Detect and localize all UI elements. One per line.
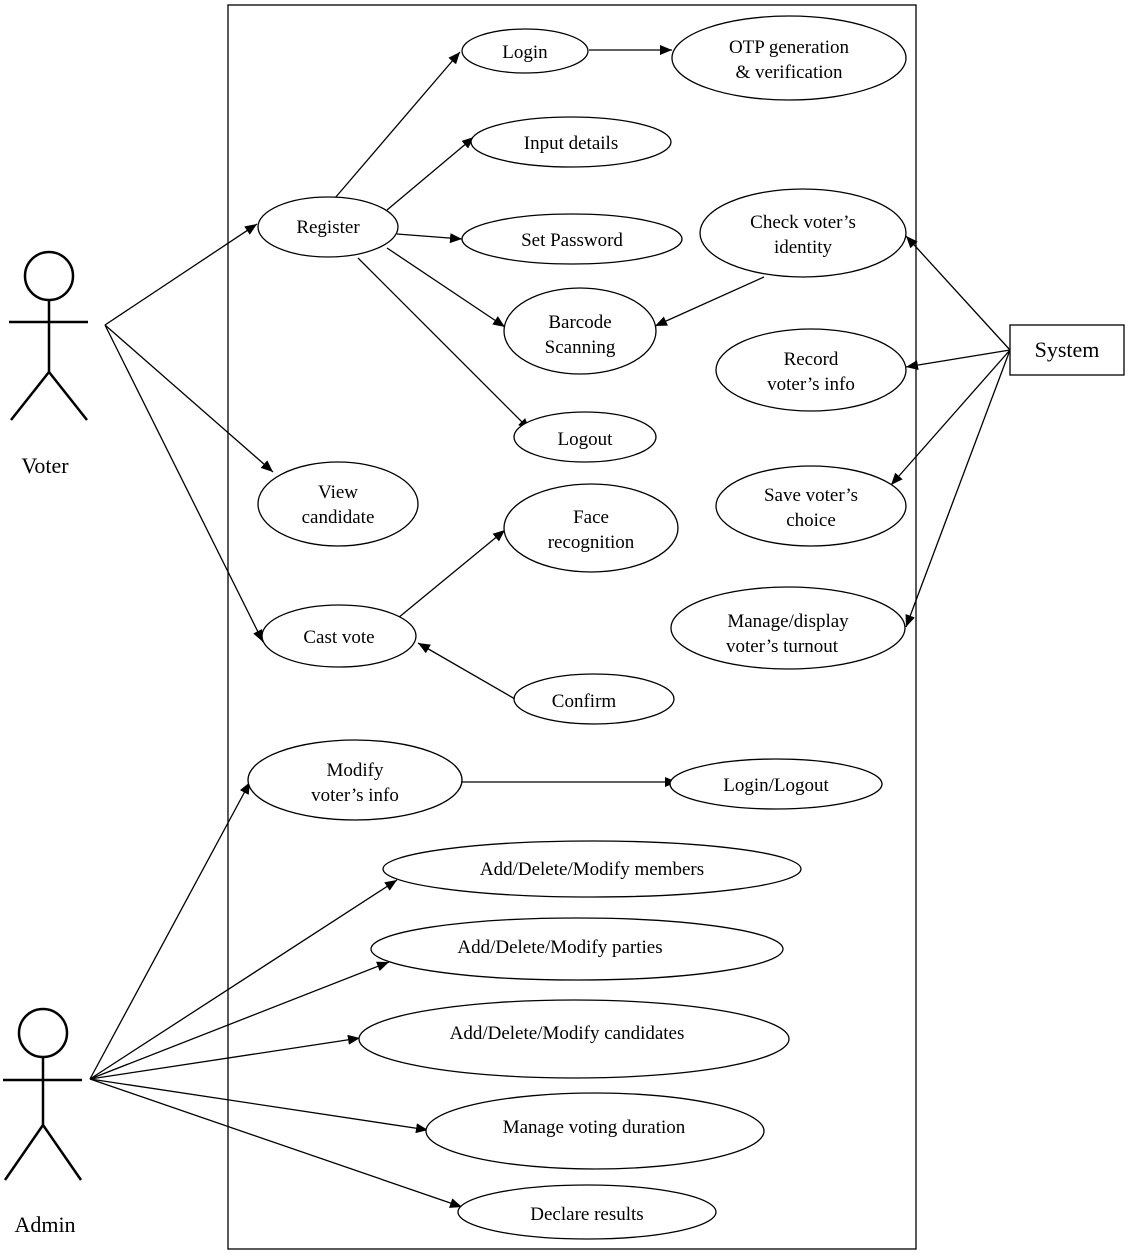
svg-text:Login: Login (502, 42, 548, 63)
svg-text:Input details: Input details (524, 133, 618, 154)
voter-label: Voter (21, 453, 69, 478)
svg-text:Face: Face (573, 507, 609, 528)
svg-text:recognition: recognition (548, 532, 635, 553)
svg-text:Add/Delete/Modify candidates: Add/Delete/Modify candidates (450, 1023, 685, 1044)
edge-register-logout (357, 257, 531, 431)
admin-label: Admin (14, 1212, 75, 1237)
svg-text:Manage/display: Manage/display (727, 611, 849, 632)
svg-text:Logout: Logout (558, 429, 614, 450)
edge-register-login (334, 51, 461, 199)
edge-admin-duration (89, 1078, 429, 1134)
svg-text:identity: identity (774, 237, 833, 258)
voter-actor-icon (9, 250, 88, 421)
use-case-register: Register (257, 196, 399, 258)
edge-admin-members (89, 879, 398, 1080)
svg-text:& verification: & verification (735, 62, 843, 83)
use-case-login: Login (461, 28, 589, 74)
edge-cast-vote-face (397, 529, 506, 619)
edge-voter-view-candidate (104, 324, 274, 473)
edge-system-record-info (905, 349, 1011, 370)
use-case-manage-turnout: Manage/display voter’s turnout (670, 586, 906, 670)
edge-system-save-choice (890, 349, 1011, 486)
svg-text:Check voter’s: Check voter’s (750, 212, 856, 233)
admin-actor-icon (3, 1007, 83, 1181)
svg-text:Set Password: Set Password (521, 230, 623, 251)
use-case-members: Add/Delete/Modify members (382, 840, 802, 898)
system-actor-box (1009, 324, 1125, 376)
use-case-duration: Manage voting duration (425, 1092, 765, 1170)
use-case-cast-vote: Cast vote (261, 604, 417, 668)
svg-text:voter’s info: voter’s info (767, 374, 855, 395)
use-case-barcode: Barcode Scanning (503, 287, 657, 375)
svg-text:Cast vote: Cast vote (303, 627, 374, 648)
use-case-candidates: Add/Delete/Modify candidates (358, 999, 790, 1079)
edge-register-input-details (386, 136, 475, 211)
svg-text:OTP generation: OTP generation (729, 37, 850, 58)
svg-text:View: View (318, 482, 358, 503)
use-case-view-candidate: View candidate (257, 461, 419, 547)
svg-text:Barcode: Barcode (548, 312, 611, 333)
edge-voter-register (104, 223, 258, 326)
edge-register-set-password (396, 233, 463, 244)
edge-admin-parties (89, 961, 390, 1080)
system-label: System (1035, 337, 1100, 362)
edge-register-barcode (386, 247, 506, 328)
svg-text:Login/Logout: Login/Logout (723, 775, 829, 796)
use-case-input-details: Input details (470, 116, 672, 168)
edge-confirm-cast-vote (417, 642, 516, 700)
edge-system-check-identity (905, 235, 1011, 351)
svg-text:candidate: candidate (302, 507, 375, 528)
svg-text:Record: Record (784, 349, 839, 370)
svg-text:Confirm: Confirm (552, 691, 617, 712)
svg-text:voter’s info: voter’s info (311, 785, 399, 806)
edge-check-identity-barcode (654, 276, 765, 327)
use-case-record-info: Record voter’s info (715, 328, 907, 412)
svg-text:Add/Delete/Modify parties: Add/Delete/Modify parties (457, 937, 662, 958)
edge-admin-results (89, 1078, 463, 1208)
svg-text:Register: Register (296, 217, 360, 238)
use-case-logout: Logout (513, 411, 657, 463)
use-case-check-identity: Check voter’s identity (699, 188, 907, 278)
svg-text:Add/Delete/Modify members: Add/Delete/Modify members (480, 859, 704, 880)
svg-text:Declare results: Declare results (530, 1204, 643, 1225)
use-case-login-logout: Login/Logout (669, 758, 883, 810)
svg-text:Manage voting duration: Manage voting duration (503, 1117, 686, 1138)
svg-text:voter’s turnout: voter’s turnout (726, 636, 839, 657)
use-case-set-password: Set Password (461, 213, 683, 265)
edge-admin-candidates (89, 1034, 361, 1080)
edge-admin-modify-info (89, 781, 251, 1080)
svg-text:Modify: Modify (327, 760, 385, 781)
edge-voter-cast-vote (104, 324, 264, 643)
use-case-face-recognition: Face recognition (503, 483, 679, 573)
svg-text:Scanning: Scanning (545, 337, 616, 358)
use-case-confirm: Confirm (513, 673, 675, 725)
system-boundary (227, 4, 917, 1250)
use-case-parties: Add/Delete/Modify parties (370, 917, 784, 981)
use-case-save-choice: Save voter’s choice (715, 465, 907, 547)
use-case-results: Declare results (457, 1184, 717, 1240)
use-case-otp: OTP generation & verification (671, 15, 907, 101)
svg-text:choice: choice (786, 510, 836, 531)
use-case-modify-info: Modify voter’s info (247, 739, 463, 821)
edge-system-manage-turnout (905, 349, 1011, 628)
svg-text:Save voter’s: Save voter’s (764, 485, 858, 506)
